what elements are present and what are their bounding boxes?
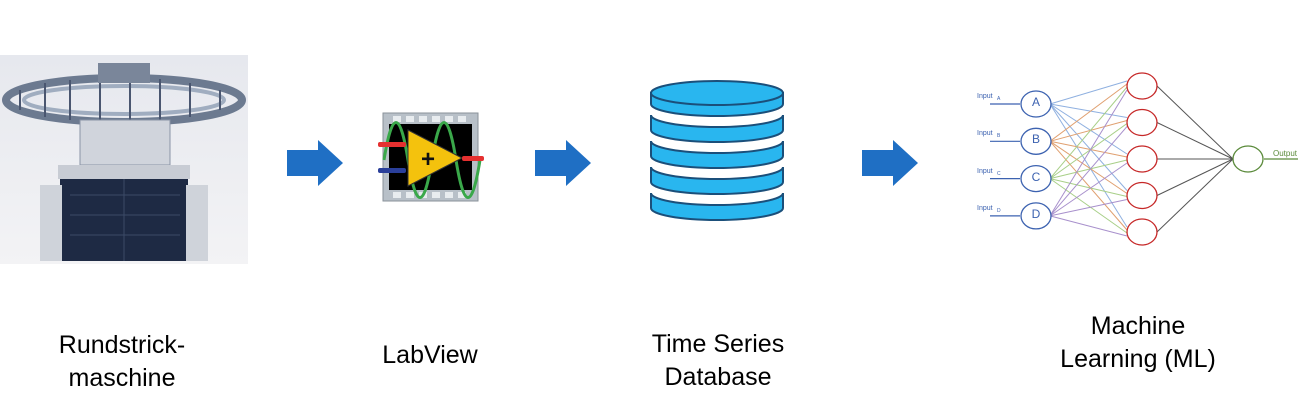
edge-line bbox=[1049, 89, 1128, 217]
edge-line bbox=[1156, 122, 1234, 160]
hidden-node bbox=[1126, 108, 1158, 137]
step-label-knitting-machine: Rundstrick- maschine bbox=[58, 331, 186, 392]
arrow-right-icon bbox=[535, 140, 591, 186]
node-label: A bbox=[1031, 95, 1040, 109]
hidden-node bbox=[1126, 145, 1158, 173]
edge-line bbox=[1049, 80, 1128, 105]
edge-line bbox=[1049, 140, 1128, 158]
input-label: Input bbox=[977, 204, 993, 212]
edge-line bbox=[1049, 86, 1128, 179]
output-label: Output bbox=[1273, 149, 1298, 158]
edge-line bbox=[1049, 120, 1128, 142]
edge-line bbox=[1049, 83, 1128, 142]
knitting-machine-icon bbox=[2, 63, 246, 261]
edge-line bbox=[1049, 159, 1128, 180]
edge-line bbox=[1049, 103, 1128, 191]
edge-line bbox=[1049, 199, 1128, 217]
edge-line bbox=[1049, 123, 1128, 180]
edge-line bbox=[1156, 158, 1234, 233]
svg-text:+: + bbox=[421, 146, 435, 173]
edge-line bbox=[1049, 162, 1128, 217]
output-node bbox=[1232, 145, 1264, 173]
edge-line bbox=[1049, 126, 1128, 217]
edge-line bbox=[1049, 103, 1128, 118]
edge-line bbox=[1049, 103, 1128, 228]
labview-icon: + bbox=[378, 112, 484, 202]
edge-line bbox=[1049, 140, 1128, 231]
node-label: C bbox=[1031, 169, 1041, 184]
database-icon bbox=[650, 80, 784, 221]
node-label: B bbox=[1031, 132, 1040, 147]
input-label: Input bbox=[977, 93, 993, 100]
edge-line bbox=[1156, 158, 1234, 196]
edge-line bbox=[1049, 140, 1128, 194]
arrow-right-icon bbox=[862, 140, 918, 186]
hidden-node bbox=[1126, 72, 1158, 100]
arrow-right-icon bbox=[287, 140, 343, 186]
input-subscript: C bbox=[997, 170, 1001, 177]
hidden-node bbox=[1126, 181, 1158, 210]
hidden-node bbox=[1126, 218, 1158, 246]
input-label: Input bbox=[977, 130, 993, 138]
edge-line bbox=[1049, 178, 1128, 234]
edge-line bbox=[1049, 103, 1128, 155]
input-label: Input bbox=[977, 167, 993, 175]
input-subscript: D bbox=[997, 207, 1001, 214]
node-label: D bbox=[1031, 206, 1041, 221]
step-label-labview: LabView bbox=[382, 341, 478, 369]
input-subscript: B bbox=[997, 133, 1001, 140]
step-label-database: Time Series Database bbox=[651, 330, 785, 391]
edge-line bbox=[1156, 85, 1234, 160]
edge-line bbox=[1049, 215, 1128, 237]
step-label-machine-learning: Machine Learning (ML) bbox=[1060, 312, 1216, 373]
knitting-machine-image bbox=[0, 55, 248, 264]
edge-line bbox=[1049, 178, 1128, 197]
input-subscript: A bbox=[997, 96, 1001, 102]
